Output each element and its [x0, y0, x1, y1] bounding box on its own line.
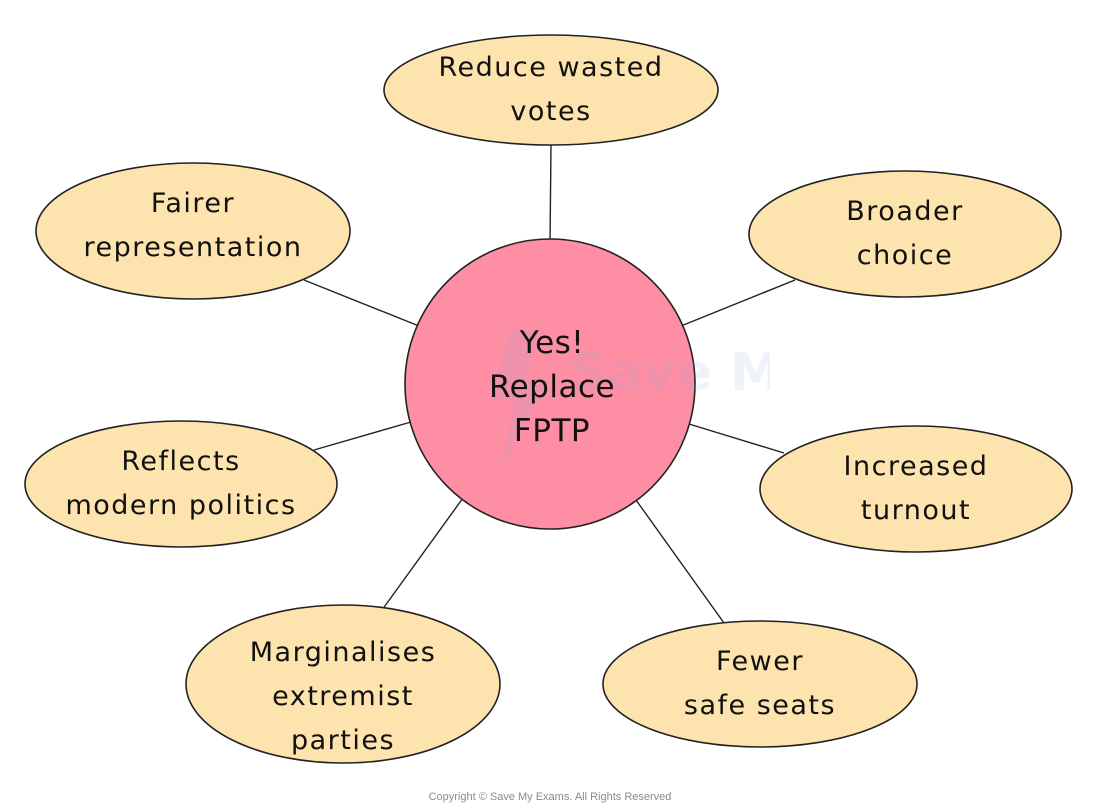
node-marginalises-extremist-parties: [185, 604, 501, 764]
node-label-line: Fairer: [150, 188, 236, 219]
connector-increased-turnout: [688, 423, 785, 454]
node-label-line: votes: [510, 96, 592, 127]
node-reduce-wasted-votes: [383, 34, 719, 146]
hub-line: Replace: [488, 369, 616, 405]
connector-marginalises-extremist-parties: [381, 497, 464, 611]
node-label-fewer-safe-seats: Fewer safe seats: [684, 640, 836, 728]
node-label-line: Increased: [843, 451, 989, 482]
node-label-fairer-representation: Fairer representation: [83, 182, 302, 270]
node-label-line: Reflects: [121, 446, 241, 477]
node-fewer-safe-seats: [602, 620, 918, 748]
connector-reduce-wasted-votes: [549, 144, 552, 245]
node-label-line: Fewer: [716, 646, 804, 677]
node-label-line: turnout: [860, 495, 972, 526]
node-label-increased-turnout: Increased turnout: [844, 445, 989, 533]
node-label-line: Reduce wasted: [438, 52, 664, 83]
connector-fewer-safe-seats: [635, 499, 725, 624]
node-label-broader-choice: Broader choice: [846, 190, 963, 278]
connector-broader-choice: [680, 279, 796, 327]
node-increased-turnout: [759, 425, 1073, 553]
node-broader-choice: [748, 170, 1062, 298]
hub-circle: [404, 238, 696, 530]
hub-line: FPTP: [513, 413, 591, 449]
node-label-marginalises-extremist-parties: Marginalises extremist parties: [250, 631, 437, 763]
node-label-line: Marginalises: [249, 637, 437, 668]
node-label-line: extremist: [272, 681, 414, 712]
hub-label: Yes! Replace FPTP: [489, 321, 615, 453]
connector-reflects-modern-politics: [313, 421, 412, 451]
node-label-line: safe seats: [683, 690, 837, 721]
node-label-line: Broader: [846, 196, 964, 227]
node-label-line: parties: [290, 725, 396, 756]
node-reflects-modern-politics: [24, 420, 338, 548]
node-fairer-representation: [35, 162, 351, 300]
node-label-reduce-wasted-votes: Reduce wasted votes: [439, 46, 664, 134]
node-label-line: representation: [83, 232, 303, 263]
node-label-reflects-modern-politics: Reflects modern politics: [65, 440, 296, 528]
connector-fairer-representation: [303, 279, 420, 327]
copyright-notice: Copyright © Save My Exams. All Rights Re…: [428, 791, 672, 803]
node-label-line: modern politics: [65, 490, 297, 521]
node-label-line: choice: [856, 240, 954, 271]
hub-line: Yes!: [519, 325, 585, 361]
